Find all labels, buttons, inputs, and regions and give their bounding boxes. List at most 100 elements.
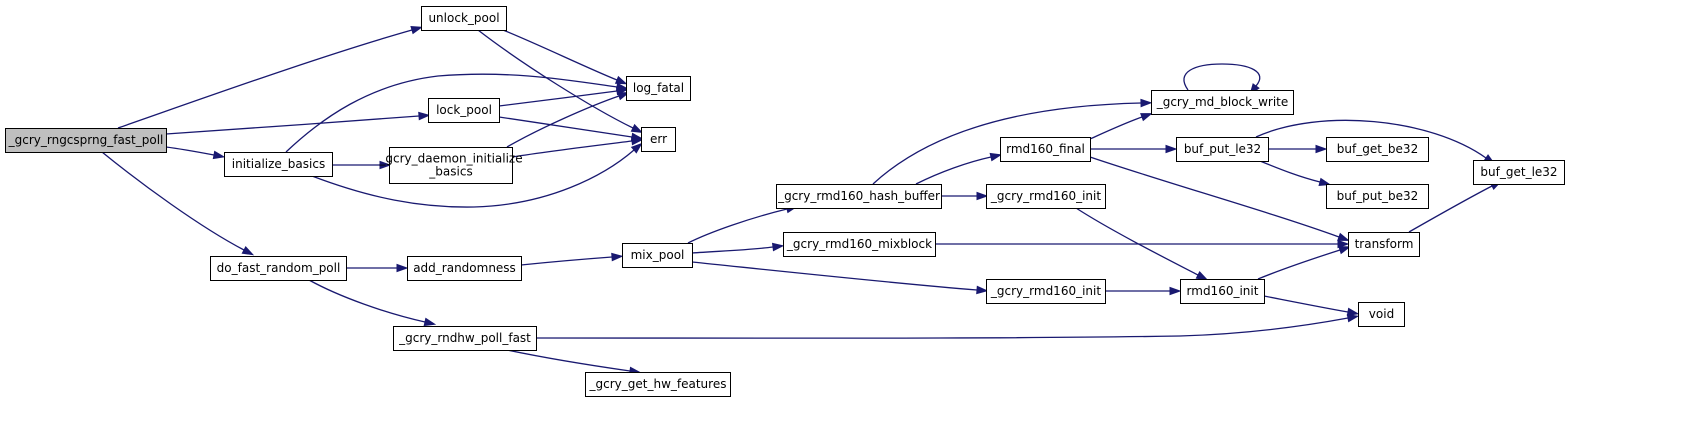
node-label: _gcry_md_block_write [1156,95,1289,109]
edge-rmd160_init_b-to-rmd160_init [1104,286,1182,296]
node-label: _gcry_rmd160_mixblock [786,237,932,251]
edge-arrowhead [614,75,628,85]
edge-arrowhead [771,242,785,252]
node-buf-put-be32[interactable]: buf_put_be32 [1326,184,1429,209]
edge-arrowhead [1338,246,1351,255]
edge-root-to-do_fast_random_poll [101,151,255,256]
edge-mix_pool-to-rmd160_init_b [691,261,989,295]
node-label: _basics [428,165,472,179]
edge-arrowhead [1318,177,1332,187]
node-buf-put-le32[interactable]: buf_put_le32 [1176,137,1269,162]
node-box [393,326,537,351]
node-box [1000,137,1091,162]
node-label: _gcry_get_hw_features [589,377,727,391]
node-rmd160-hash-buffer[interactable]: _gcry_rmd160_hash_buffer [776,184,942,209]
edge-lock_pool-to-log_fatal [498,86,629,107]
edge-do_fast_random_poll-to-rndhw_poll_fast [308,279,437,327]
node-box [1326,137,1429,162]
node-label: _gcry_rmd160_hash_buffer [777,189,940,203]
node-rmd160-final[interactable]: rmd160_final [1000,137,1091,162]
edge-do_fast_random_poll-to-add_randomness [346,263,409,273]
node-box [776,184,942,209]
node-box [783,232,936,257]
edge-rmd160_hash_buffer-to-md_block_write [872,98,1153,185]
node-box [986,184,1106,209]
edge-rmd160_init-to-transform [1257,246,1351,280]
node-label: unlock_pool [428,11,499,25]
node-box [1176,137,1269,162]
node-box [5,128,167,153]
node-lock-pool[interactable]: lock_pool [428,98,500,123]
node-mix-pool[interactable]: mix_pool [622,243,693,268]
node-buf-get-be32[interactable]: buf_get_be32 [1326,137,1429,162]
edge-rmd160_mixblock-to-transform [935,239,1350,249]
node-transform[interactable]: transform [1348,232,1420,257]
node-initialize-basics[interactable]: initialize_basics [224,152,333,177]
edge-buf_put_le32-to-buf_get_be32 [1267,144,1328,154]
node-box [1180,279,1265,304]
node-err[interactable]: err [641,127,676,152]
edge-daemon_init-to-err [511,136,644,158]
edge-arrowhead [379,160,392,170]
edge-daemon_init-to-log_fatal [506,92,630,148]
node-label: initialize_basics [232,157,325,171]
nodes-layer: _gcry_rngcsprng_fast_poll unlock_pool log_… [5,6,1565,397]
edge-arrowhead [423,317,437,327]
node-do-fast-random-poll[interactable]: do_fast_random_poll [210,256,347,281]
node-label: void [1369,307,1394,321]
edge-arrowhead [1346,307,1360,317]
edge-arrowhead [1337,239,1350,249]
node-rmd160-mixblock[interactable]: _gcry_rmd160_mixblock [783,232,936,257]
node-label: rmd160_init [1187,284,1259,298]
edge-arrowhead [1140,113,1153,122]
node-box [224,152,333,177]
edge-arrowhead [241,245,255,256]
edge-arrowhead [1346,313,1360,323]
edge-rmd160_hash_buffer-to-rmd160_init_a [941,191,989,201]
node-buf-get-le32[interactable]: buf_get_le32 [1473,160,1565,185]
node-box [626,76,691,101]
edge-buf_put_le32-to-buf_put_be32 [1259,160,1332,187]
edge-arrowhead [630,136,644,146]
node-void[interactable]: void [1358,302,1405,327]
node-label: _gcry_rngcsprng_fast_poll [8,133,164,147]
node-md-block-write[interactable]: _gcry_md_block_write [1151,90,1294,115]
node-box [389,147,513,184]
node-box [1348,232,1420,257]
node-rndhw-poll-fast[interactable]: _gcry_rndhw_poll_fast [393,326,537,351]
node-box [986,279,1106,304]
node-log-fatal[interactable]: log_fatal [626,76,691,101]
edge-root-to-unlock_pool [117,25,424,129]
edge-initialize_basics-to-daemon_init [332,160,392,170]
node-get-hw-features[interactable]: _gcry_get_hw_features [585,372,731,397]
node-label: mix_pool [631,248,685,262]
node-label: transform [1355,237,1414,251]
edge-arrowhead [615,82,629,92]
node-box [428,98,500,123]
node-label: lock_pool [436,103,492,117]
edge-rmd160_final-to-buf_put_le32 [1089,144,1178,154]
edge-arrowhead [630,142,643,154]
node-box [622,243,693,268]
edge-root-to-initialize_basics [165,146,226,160]
node-rmd160-init-b[interactable]: _gcry_rmd160_init [986,279,1106,304]
edge-arrowhead [976,285,989,295]
node-rmd160-init[interactable]: rmd160_init [1180,279,1265,304]
edge-arrowhead [396,263,409,273]
edge-arrowhead [1315,144,1328,154]
node-daemon-init[interactable]: _gcry_daemon_initialize_basics [378,147,523,184]
edge-arrowhead [212,150,226,160]
edge-arrowhead [976,191,989,201]
node-label: buf_put_le32 [1184,142,1261,156]
node-label: rmd160_final [1006,142,1085,156]
edge-mix_pool-to-rmd160_mixblock [691,242,785,254]
edge-rndhw_poll_fast-to-get_hw_features [506,349,642,376]
edge-arrowhead [1140,98,1153,108]
node-unlock-pool[interactable]: unlock_pool [421,6,507,31]
node-rmd160-init-a[interactable]: _gcry_rmd160_init [986,184,1106,209]
node-add-randomness[interactable]: add_randomness [407,256,522,281]
node-root[interactable]: _gcry_rngcsprng_fast_poll [5,128,167,153]
node-label: add_randomness [413,261,516,275]
node-box [641,127,676,152]
